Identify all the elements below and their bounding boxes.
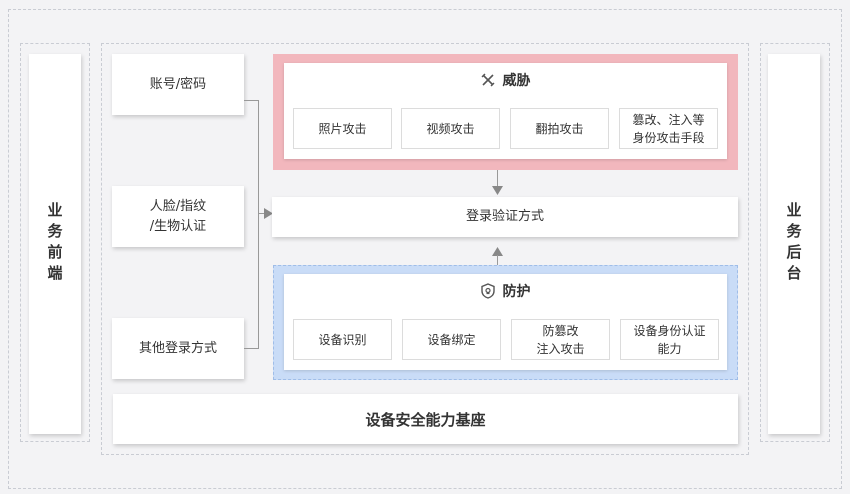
threat-item-label: 照片攻击	[318, 121, 367, 136]
threat-item: 翻拍攻击	[510, 108, 609, 149]
login-method-biometric: 人脸/指纹 /生物认证	[112, 186, 244, 247]
connector-line	[244, 348, 258, 349]
login-method-label: 人脸/指纹 /生物认证	[149, 198, 207, 234]
protection-item: 防篡改 注入攻击	[511, 319, 610, 360]
connector-line	[497, 170, 498, 187]
login-method-label: 账号/密码	[149, 76, 207, 92]
login-verification-box: 登录验证方式	[272, 197, 738, 237]
security-base: 设备安全能力基座	[113, 394, 738, 444]
protection-item-label: 设备识别	[318, 332, 367, 347]
login-method-label: 其他登录方式	[138, 340, 217, 356]
protection-item-label: 防篡改 注入攻击	[536, 323, 585, 356]
threat-item-label: 篡改、注入等 身份攻击手段	[632, 112, 705, 145]
protection-item: 设备身份认证 能力	[620, 319, 719, 360]
left-sidebar-label: 业务前端	[45, 202, 64, 286]
protection-item-label: 设备身份认证 能力	[633, 323, 706, 356]
middle-frame	[101, 43, 749, 455]
login-method-other: 其他登录方式	[112, 318, 244, 379]
left-sidebar: 业务前端	[29, 54, 81, 434]
left-sidebar-frame	[20, 43, 90, 442]
right-sidebar-label: 业务后台	[784, 202, 803, 286]
threat-cross-icon	[481, 73, 494, 87]
shield-icon	[480, 283, 495, 299]
threat-header: 威胁	[284, 68, 727, 92]
right-sidebar-frame	[760, 43, 830, 442]
login-verification-label: 登录验证方式	[465, 209, 544, 224]
right-sidebar: 业务后台	[768, 54, 820, 434]
threat-item: 篡改、注入等 身份攻击手段	[619, 108, 718, 149]
protection-item: 设备绑定	[402, 319, 501, 360]
threat-item: 照片攻击	[293, 108, 392, 149]
login-method-password: 账号/密码	[112, 54, 244, 115]
protection-item-label: 设备绑定	[427, 332, 476, 347]
protection-item: 设备识别	[293, 319, 392, 360]
arrow-right-icon	[264, 208, 273, 219]
threat-title: 威胁	[502, 73, 531, 89]
connector-line	[244, 100, 258, 101]
threat-item: 视频攻击	[401, 108, 500, 149]
connector-line	[497, 255, 498, 266]
security-base-label: 设备安全能力基座	[365, 410, 486, 429]
protection-title: 防护	[502, 284, 531, 300]
protection-header: 防护	[284, 279, 727, 303]
threat-item-label: 翻拍攻击	[535, 121, 584, 136]
connector-line	[258, 213, 266, 214]
connector-line	[258, 100, 259, 349]
arrow-down-icon	[492, 186, 503, 195]
threat-item-label: 视频攻击	[426, 121, 475, 136]
arrow-up-icon	[492, 247, 503, 256]
